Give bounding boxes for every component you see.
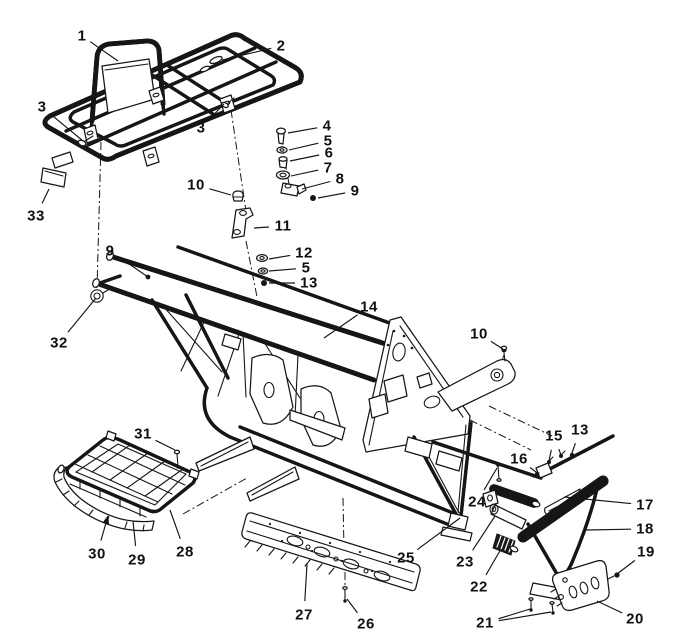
leader-line xyxy=(563,496,632,505)
left-footrest xyxy=(53,430,200,532)
callout-15: 15 xyxy=(545,427,563,445)
leader-line xyxy=(483,467,498,491)
callout-21: 21 xyxy=(476,614,494,632)
callout-18: 18 xyxy=(636,520,654,538)
leader-line xyxy=(132,520,137,547)
leader-line xyxy=(490,340,504,350)
leader-line xyxy=(616,560,636,575)
callout-25: 25 xyxy=(397,549,415,567)
callout-8: 8 xyxy=(335,170,345,188)
leader-lines xyxy=(41,41,636,622)
leader-line xyxy=(346,598,358,614)
callout-31: 31 xyxy=(134,425,152,443)
right-footrest xyxy=(482,434,620,615)
leader-line xyxy=(498,608,531,620)
leader-line xyxy=(288,142,319,151)
leader-line xyxy=(253,226,270,229)
callout-6: 6 xyxy=(324,144,334,162)
callout-7: 7 xyxy=(323,159,333,177)
leader-line xyxy=(221,47,272,61)
leader-line xyxy=(472,515,496,551)
callout-28: 28 xyxy=(176,543,194,561)
callout-17: 17 xyxy=(636,496,654,514)
callout-3: 3 xyxy=(196,119,206,137)
leader-line xyxy=(169,509,181,539)
main-frame xyxy=(90,245,543,526)
leader-line xyxy=(548,449,552,462)
leader-line xyxy=(67,297,97,333)
leader-line xyxy=(207,103,225,122)
leader-line xyxy=(155,439,176,451)
reflector xyxy=(40,167,67,188)
leader-line xyxy=(416,517,461,551)
leader-line xyxy=(287,127,318,134)
leader-line xyxy=(209,188,232,196)
callout-4: 4 xyxy=(322,117,332,135)
rear-rack xyxy=(45,35,301,169)
leader-line xyxy=(289,154,320,162)
callout-5: 5 xyxy=(301,259,311,277)
callout-27: 27 xyxy=(295,606,313,624)
leader-line xyxy=(498,611,552,622)
callout-14: 14 xyxy=(360,298,378,316)
callout-19: 19 xyxy=(637,543,655,561)
callout-13: 13 xyxy=(571,421,589,439)
upper-hardware xyxy=(231,127,316,286)
alignment-lines xyxy=(96,109,553,586)
callout-23: 23 xyxy=(456,553,474,571)
callout-16: 16 xyxy=(510,450,528,468)
callout-30: 30 xyxy=(88,545,106,563)
callout-5: 5 xyxy=(323,132,333,150)
leader-line xyxy=(596,600,623,614)
callout-2: 2 xyxy=(276,37,286,55)
leader-line xyxy=(558,448,562,456)
leader-line xyxy=(89,41,119,62)
leader-line xyxy=(301,180,331,190)
leader-line xyxy=(317,192,346,199)
callout-12: 12 xyxy=(295,244,313,262)
callout-20: 20 xyxy=(626,610,644,628)
callout-3: 3 xyxy=(37,98,47,116)
skid-plate xyxy=(241,512,421,603)
leader-line xyxy=(290,169,319,177)
callout-24: 24 xyxy=(468,493,486,511)
leader-line xyxy=(268,268,297,272)
callout-11: 11 xyxy=(274,217,292,235)
callout-9: 9 xyxy=(105,242,115,260)
callout-13: 13 xyxy=(300,274,318,292)
leader-line xyxy=(571,443,576,454)
leader-line xyxy=(585,528,632,531)
strut-assembly xyxy=(404,421,473,542)
callout-9: 9 xyxy=(350,182,360,200)
callout-26: 26 xyxy=(357,615,375,633)
callout-22: 22 xyxy=(470,578,488,596)
callout-10: 10 xyxy=(187,176,205,194)
leader-line xyxy=(485,548,502,576)
leader-line xyxy=(268,254,291,260)
callout-10: 10 xyxy=(470,325,488,343)
callout-33: 33 xyxy=(27,207,45,225)
leader-line xyxy=(49,112,84,142)
leader-line xyxy=(117,256,149,278)
leader-line xyxy=(529,467,537,473)
leader-line xyxy=(41,188,50,204)
leader-line xyxy=(323,314,358,339)
leader-line xyxy=(304,563,308,602)
callout-29: 29 xyxy=(128,551,146,569)
callout-32: 32 xyxy=(50,334,68,352)
callout-1: 1 xyxy=(77,27,87,45)
leader-line xyxy=(100,514,110,541)
